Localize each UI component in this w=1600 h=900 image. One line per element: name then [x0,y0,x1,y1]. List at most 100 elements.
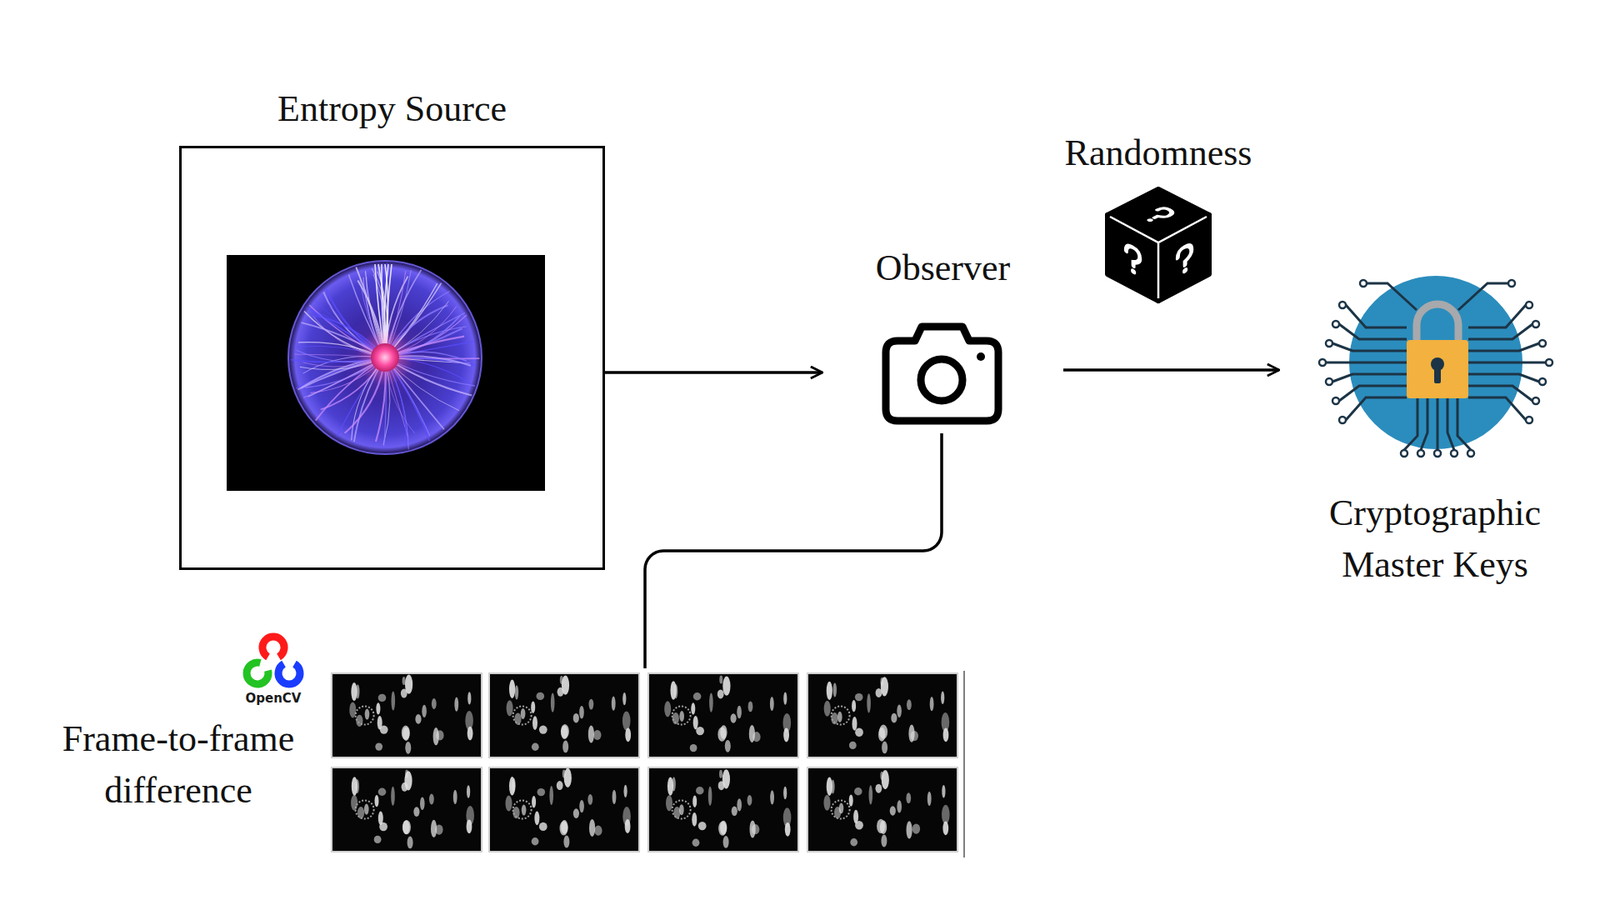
motion-blob [365,709,370,720]
lock-shackle [1416,304,1459,342]
frame-grid [331,673,958,852]
motion-blob [770,790,775,805]
motion-blob [665,795,673,811]
frame-thumbnail [331,673,482,758]
circuit-traces [1319,280,1553,457]
motion-blob [850,838,858,846]
motion-blob [549,785,554,805]
motion-blob [674,684,678,699]
glyph-dot [1182,266,1188,275]
glyph-stroke [1177,243,1192,270]
edge-label: Randomness [1033,132,1284,175]
globe-trace [355,800,375,820]
motion-blob [747,795,753,806]
motion-blob [690,702,695,715]
plasma-core [370,343,400,372]
motion-blob [783,691,787,705]
plasma-globe [288,260,482,455]
source-box: Entropy Source [179,145,605,570]
frame-thumbnail [489,673,640,758]
motion-blob [679,804,685,815]
globe-trace [513,706,532,725]
frame-thumbnail [489,767,640,852]
motion-blob [855,728,864,737]
motion-blob [375,702,380,715]
motion-blob [405,675,413,695]
motion-blob [720,725,727,740]
motion-blob [532,715,538,730]
circuit-pad [1545,359,1553,366]
core-glow [356,329,414,386]
lock-keyhole-slot [1434,366,1441,384]
motion-blob [402,820,410,835]
motion-blob [824,700,831,717]
motion-blob [593,730,601,740]
motion-blob [731,806,738,817]
circuit-pad [1332,397,1340,405]
motion-blob [852,716,858,731]
motion-blob [880,677,884,686]
circuit-trace [1468,361,1546,365]
circuit-trace [1404,398,1418,450]
motion-blob [391,690,396,710]
motion-blob [736,798,742,811]
motion-blob [539,822,548,831]
motion-blob [905,792,911,804]
motion-blob [783,713,792,733]
frame-thumbnail [807,767,958,852]
motion-blob [878,727,885,742]
motion-blob [380,725,389,734]
motion-blob [622,806,631,826]
motion-blob [719,770,723,779]
frame-background [648,673,799,758]
frame-background [648,767,799,852]
dice-icon [1107,189,1210,301]
circuit-pad [1450,450,1458,457]
motion-blob [589,699,595,710]
motion-blob [679,710,685,722]
frame-background [331,673,482,758]
motion-blob [506,700,514,716]
motion-blob [854,787,863,795]
motion-blob [880,835,887,848]
motion-blob [405,741,411,755]
motion-blob [390,786,395,806]
lock-body [1406,340,1469,399]
key-node: Cryptographic Master Keys [1279,270,1592,595]
motion-blob [509,776,515,795]
motion-blob [896,800,902,813]
circuit-trace [1468,324,1533,340]
grid-edge [963,670,965,858]
motion-blob [530,701,535,714]
motion-blob [364,804,370,815]
motion-blob [505,795,513,812]
motion-blob [695,786,705,795]
motion-blob [718,821,727,836]
diff-node: Frame-to-frame difference [50,668,965,858]
dice-edge [1157,243,1160,299]
motion-blob [405,770,409,779]
motion-blob [736,705,742,719]
motion-blob [515,685,519,700]
circuit-pad [1508,280,1515,287]
motion-blob [521,805,527,816]
dice-edge [1110,216,1207,243]
node-label: Cryptographic Master Keys [1314,487,1556,591]
question-glyph [1125,244,1140,278]
globe-trace [672,706,691,725]
node-label: Entropy Source [181,88,603,130]
motion-blob [531,837,540,845]
motion-blob [941,712,950,732]
motion-blob [906,820,913,839]
motion-blob [671,776,675,791]
motion-blob [866,693,871,713]
motion-blob [466,785,470,798]
motion-blob [896,705,902,718]
motion-blob [880,820,887,835]
motion-blob [691,812,697,827]
circuit-pad [1319,359,1326,366]
motion-blob [520,708,526,720]
